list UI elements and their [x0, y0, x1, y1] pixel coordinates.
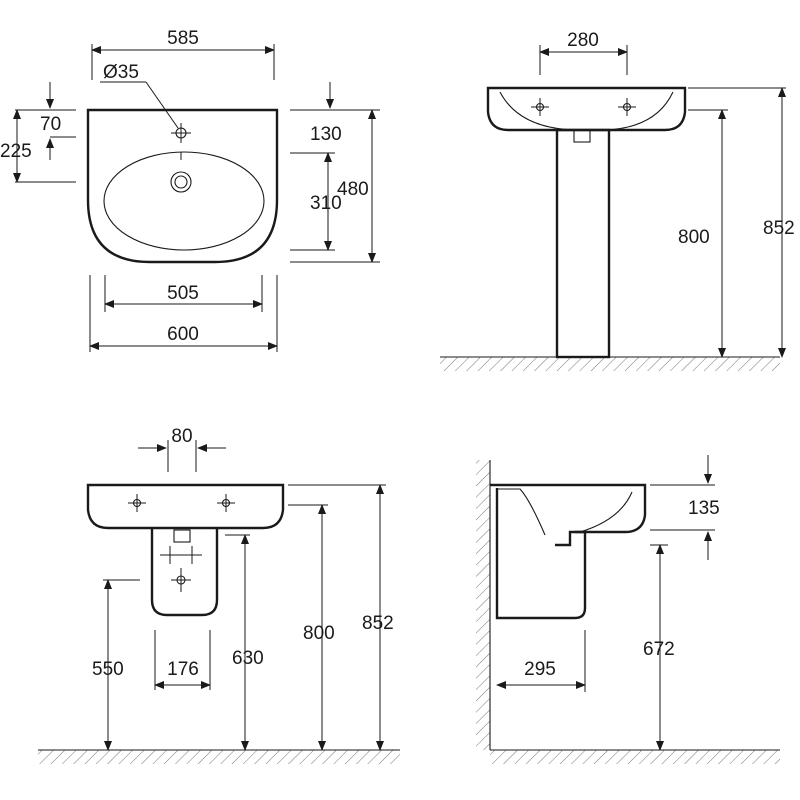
dim-852: 852: [763, 218, 795, 239]
dim-280: 280: [567, 30, 599, 51]
semi-pedestal-front-view: 80 550 176 630 800 852: [38, 426, 400, 764]
semi-pedestal-side-view: 135 672 295: [476, 455, 780, 764]
basin-outline: [86, 108, 279, 264]
bowl-outline: [103, 151, 265, 251]
dim-70: 70: [40, 114, 61, 135]
pedestal: [555, 128, 611, 359]
dim-tap-diameter: Ø35: [103, 62, 139, 83]
semi-pedestal: [150, 528, 219, 617]
dim-480: 480: [337, 179, 369, 200]
tap-hole-icon: [171, 123, 191, 143]
dim-310: 310: [310, 193, 342, 214]
wall: [476, 460, 490, 750]
top-view: 585 Ø35 70 225 130 310 480 505 600: [0, 28, 380, 352]
dim-80: 80: [171, 426, 192, 447]
tap-hole-icon: [217, 494, 235, 512]
tap-hole-icon: [128, 494, 146, 512]
basin-front: [86, 483, 285, 530]
dim-295: 295: [524, 659, 556, 680]
basin-front: [486, 86, 687, 132]
tap-hole-icon: [531, 98, 549, 116]
dim-225: 225: [0, 141, 32, 162]
dim-800: 800: [678, 227, 710, 248]
dim-130: 130: [310, 124, 342, 145]
dim-852: 852: [362, 613, 394, 634]
basin-side: [490, 483, 647, 534]
dim-672: 672: [643, 639, 675, 660]
dim-550: 550: [92, 659, 124, 680]
dim-585: 585: [167, 28, 199, 49]
dim-600: 600: [167, 324, 199, 345]
pedestal-front-view: 280 800 852: [440, 30, 795, 371]
dim-135: 135: [688, 498, 720, 519]
dim-505: 505: [167, 283, 199, 304]
dim-176: 176: [167, 659, 199, 680]
dim-630: 630: [232, 648, 264, 669]
drain-icon: [170, 152, 192, 193]
dim-800: 800: [303, 623, 335, 644]
tap-hole-icon: [618, 98, 636, 116]
semi-pedestal: [495, 488, 587, 620]
waste-point-icon: [160, 546, 202, 592]
